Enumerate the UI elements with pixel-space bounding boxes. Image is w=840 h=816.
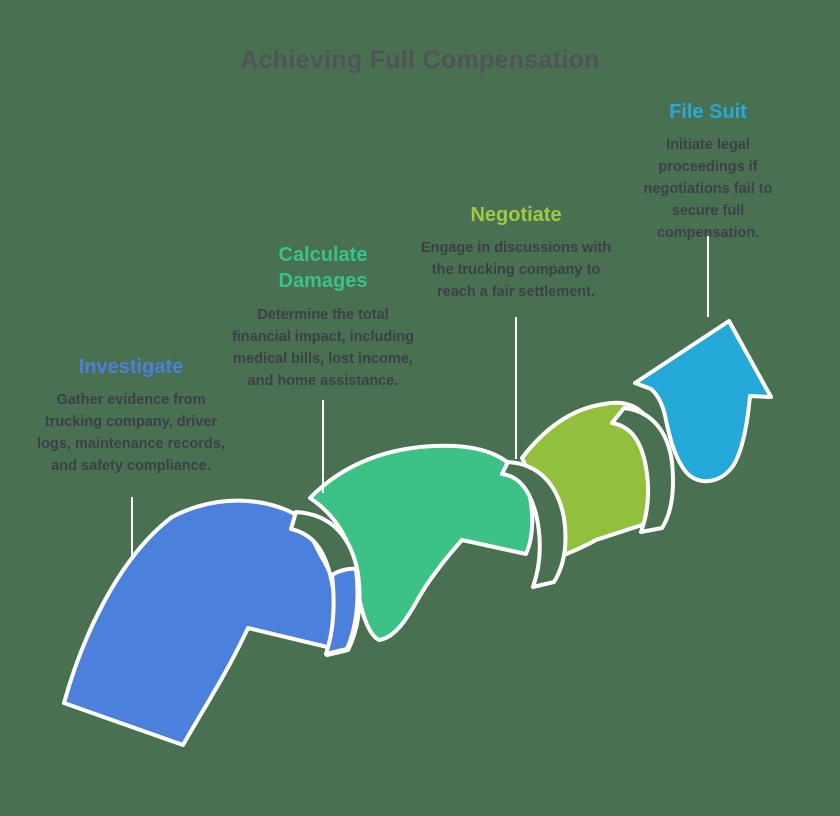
step-investigate-label: Investigate bbox=[78, 356, 184, 378]
ribbon-arrow-file-suit bbox=[633, 319, 773, 483]
ribbon-fold-2 bbox=[500, 460, 568, 589]
step-file-suit: File Suit Initiate legal proceedings if … bbox=[613, 99, 803, 244]
ribbon-segment-investigate bbox=[62, 498, 347, 747]
step-negotiate-label: Negotiate bbox=[470, 204, 562, 226]
ribbon-fold-1-tip bbox=[324, 566, 360, 656]
step-investigate: Investigate Gather evidence from truckin… bbox=[31, 354, 231, 477]
ribbon-fold-3 bbox=[610, 406, 675, 534]
step-negotiate-description: Engage in discussions with the trucking … bbox=[420, 240, 612, 301]
step-calculate-damages-description: Determine the total financial impact, in… bbox=[231, 306, 415, 389]
step-file-suit-description: Initiate legal proceedings if negotiatio… bbox=[643, 137, 773, 242]
step-file-suit-label: File Suit bbox=[669, 101, 747, 123]
step-calculate-damages: Calculate Damages Determine the total fi… bbox=[228, 242, 418, 392]
page-title: Achieving Full Compensation bbox=[240, 46, 600, 74]
step-calculate-damages-label: Calculate Damages bbox=[278, 244, 368, 293]
step-negotiate: Negotiate Engage in discussions with the… bbox=[416, 202, 616, 303]
step-investigate-description: Gather evidence from trucking company, d… bbox=[37, 392, 225, 475]
